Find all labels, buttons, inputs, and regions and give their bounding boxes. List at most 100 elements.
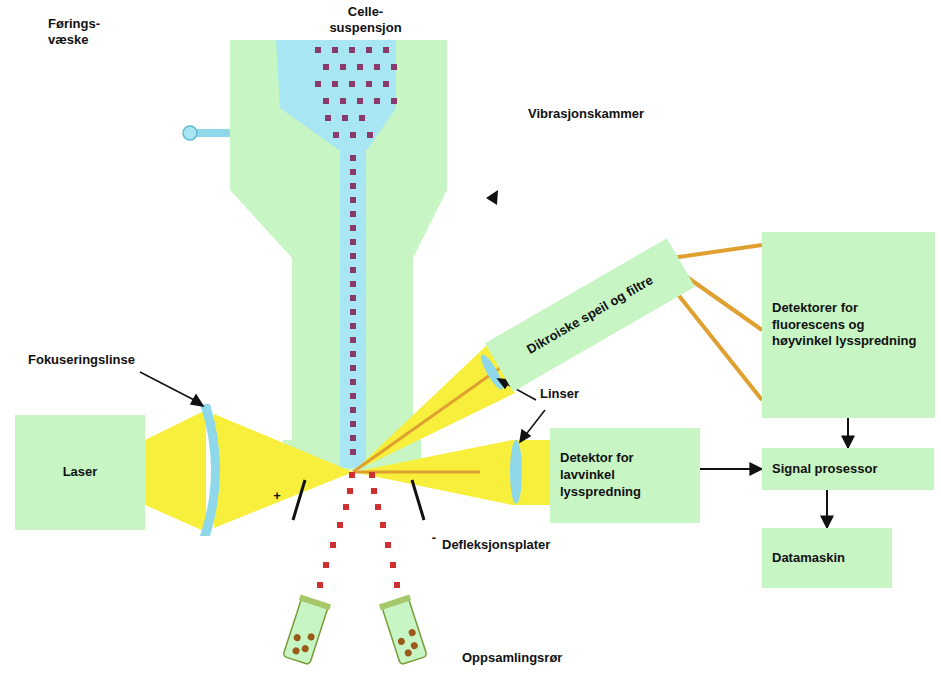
cell-dot [367, 132, 373, 138]
collection-tubes [281, 595, 331, 666]
cell-dot [359, 115, 365, 121]
collection-tubes [299, 595, 331, 611]
flow-chamber [230, 40, 447, 470]
cell-dot [350, 351, 356, 357]
cell-dot [315, 47, 321, 53]
droplets [385, 542, 391, 548]
cell-dot [350, 449, 356, 455]
droplets [369, 472, 375, 478]
component-label: Signal prosessor [772, 461, 877, 478]
cell-dot [350, 239, 356, 245]
cell-dot [350, 309, 356, 315]
cell-dot [350, 435, 356, 441]
cell-dot [366, 81, 372, 87]
laser-beam [145, 345, 550, 532]
droplets [337, 522, 343, 528]
part-label: Celle- suspensjon [318, 4, 413, 37]
scatter-beam-lines [353, 368, 500, 472]
collection-tubes [397, 637, 406, 646]
signal-arrow [847, 418, 849, 448]
component-label: Dikroiske speil og filtre [524, 272, 656, 358]
cell-dot [350, 295, 356, 301]
part-label: Linser [540, 386, 600, 402]
cell-dot [350, 197, 356, 203]
collection-tubes [404, 648, 413, 657]
droplets [380, 522, 386, 528]
component-label: Laser [63, 464, 98, 481]
sheath-fluid-pipe [183, 126, 197, 140]
droplets [394, 582, 400, 588]
cell-dot [350, 421, 356, 427]
droplets [371, 488, 377, 494]
deflection-plates [293, 480, 305, 520]
cell-dot [325, 115, 331, 121]
cell-dot [323, 98, 329, 104]
cell-dot [350, 407, 356, 413]
leader-arrows [520, 430, 530, 442]
cell-dot [350, 337, 356, 343]
cell-dot [357, 64, 363, 70]
droplets [323, 562, 329, 568]
deflection-plates [412, 480, 424, 520]
cell-dot [340, 98, 346, 104]
collection-tubes [379, 595, 411, 611]
flow-chamber [230, 40, 447, 470]
part-label: Fokuseringslinse [28, 352, 158, 368]
component-box: Detektor for lavvinkel lysspredning [550, 428, 700, 523]
leader-arrows [191, 395, 203, 406]
collection-lenses [510, 440, 522, 504]
fluorescence-beams [672, 245, 762, 258]
cell-dot [350, 155, 356, 161]
component-box: Datamaskin [762, 528, 892, 588]
collection-tubes [408, 628, 417, 637]
collection-tubes [307, 633, 316, 642]
cell-dot [350, 225, 356, 231]
scatter-beam-lines [353, 368, 500, 472]
signal-arrow [826, 490, 828, 528]
part-label: Defleksjonsplater [442, 537, 582, 553]
component-box: Signal prosessor [762, 448, 934, 490]
component-label: Detektorer for fluorescens og høyvinkel … [772, 300, 925, 351]
cell-dot [350, 211, 356, 217]
cell-dot [350, 365, 356, 371]
cell-dot [340, 64, 346, 70]
part-label: + [270, 488, 284, 504]
cell-dot [374, 98, 380, 104]
fluorescence-beams [684, 275, 762, 330]
part-label: Vibrasjonskammer [528, 106, 698, 122]
collection-tubes [293, 633, 302, 642]
cell-dot [332, 47, 338, 53]
laser-beam [214, 414, 353, 528]
cell-dot [383, 47, 389, 53]
cell-dot [350, 253, 356, 259]
cell-dot [350, 169, 356, 175]
cell-dot [350, 132, 356, 138]
cell-dot [350, 393, 356, 399]
collection-tubes [379, 595, 429, 666]
cell-dot [383, 81, 389, 87]
chamber-pointer [486, 190, 498, 205]
collection-tubes [410, 641, 419, 650]
cell-dot [349, 81, 355, 87]
laser-beam [353, 345, 515, 472]
signal-arrow [700, 468, 762, 470]
cell-dot [357, 98, 363, 104]
part-label: Førings- væske [48, 16, 128, 49]
flow-chamber [340, 40, 366, 468]
cell-dot [350, 267, 356, 273]
collection-tubes [301, 644, 310, 653]
cell-dot [350, 281, 356, 287]
cell-dot [333, 132, 339, 138]
component-box: Detektorer for fluorescens og høyvinkel … [762, 232, 935, 418]
cell-dot [332, 81, 338, 87]
cell-dot [350, 379, 356, 385]
fluorescence-beams [672, 245, 762, 400]
focusing-lens [200, 404, 220, 536]
droplets [349, 472, 355, 478]
collection-tubes [292, 647, 301, 656]
component-label: Datamaskin [772, 550, 845, 567]
cell-dot [391, 98, 397, 104]
fluorescence-beams [676, 292, 762, 400]
leader-arrows [140, 372, 545, 442]
